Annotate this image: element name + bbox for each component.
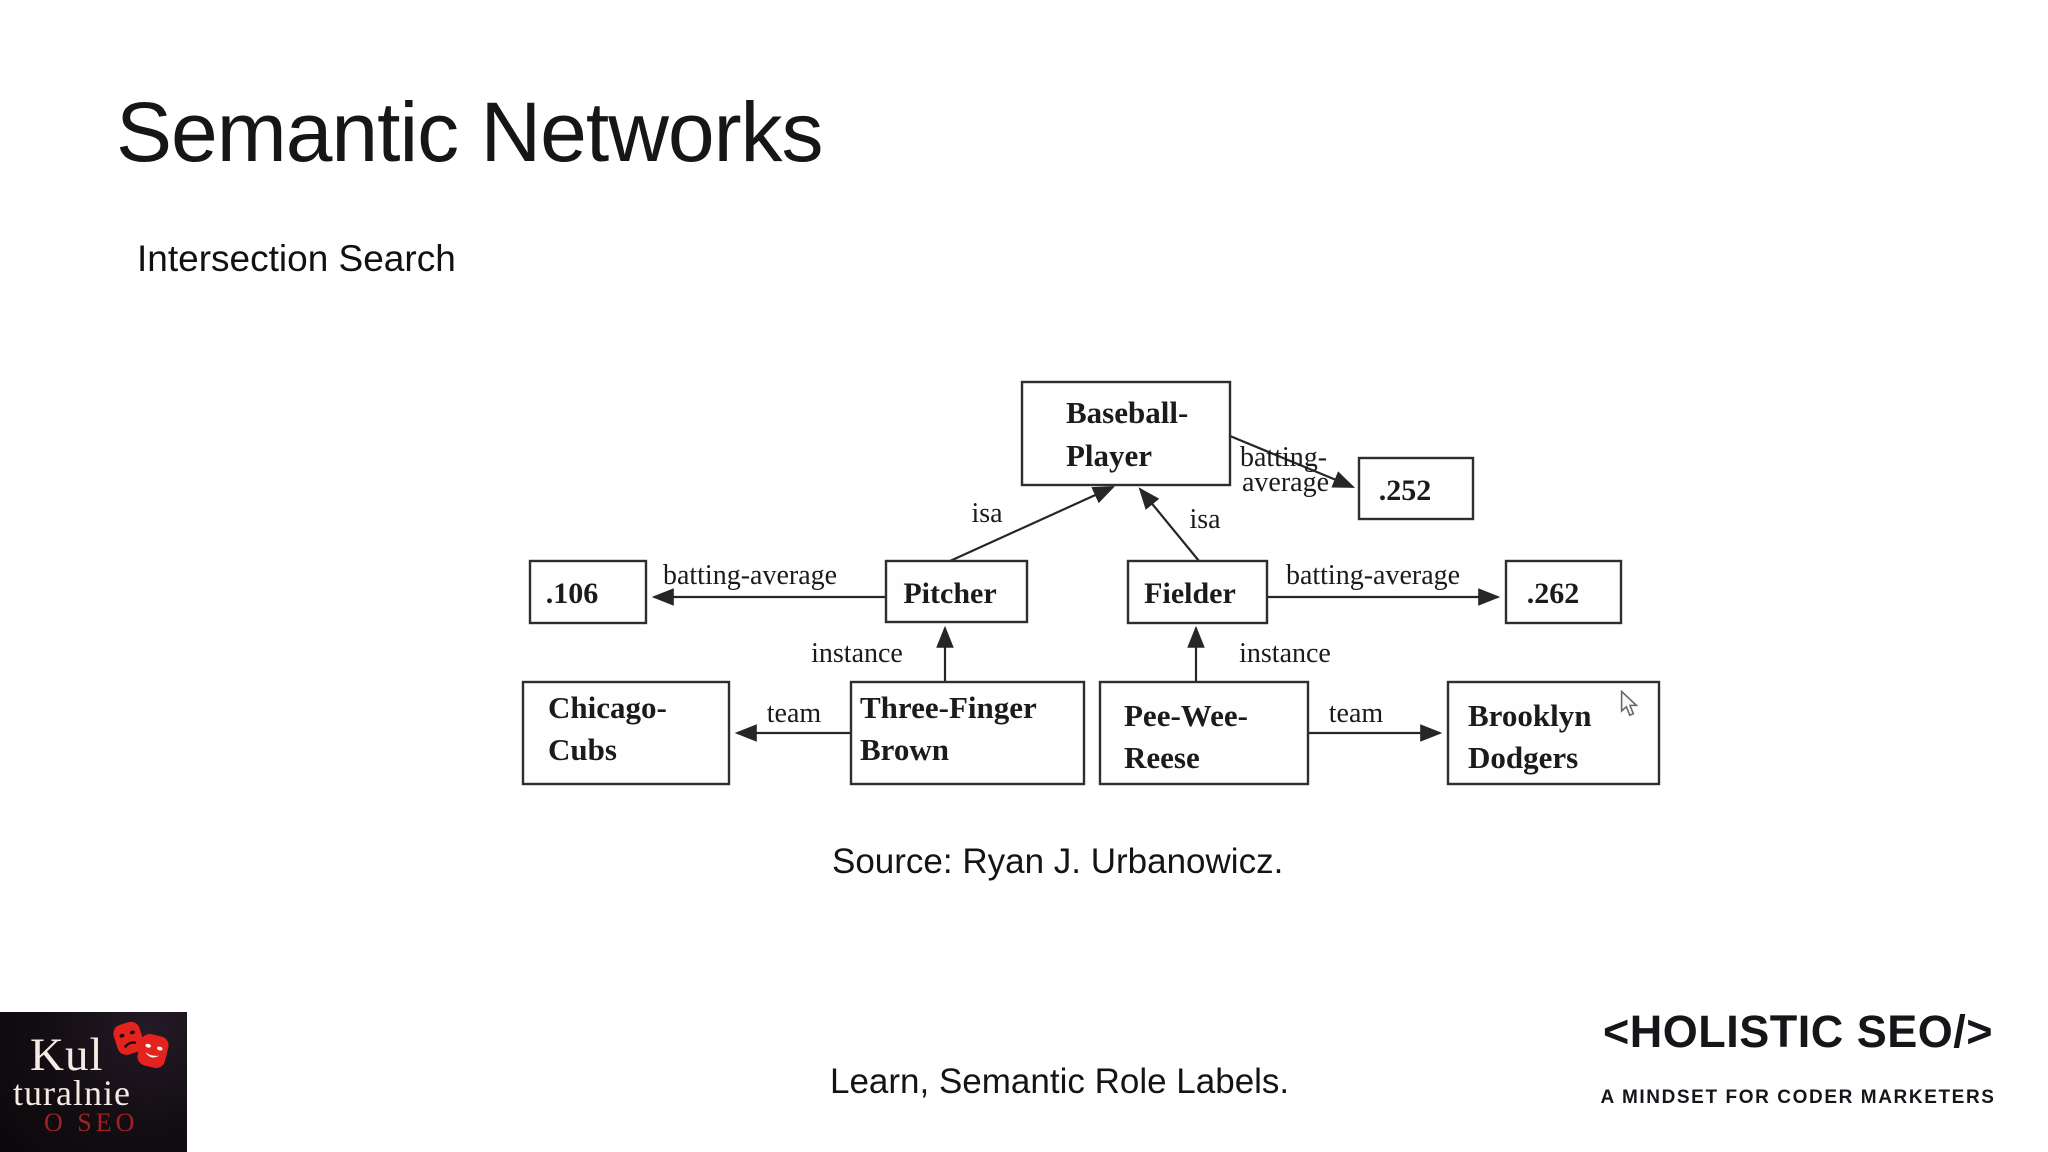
edge-label-batting-left: batting-average [663, 560, 837, 591]
edge-label-instance-right: instance [1239, 638, 1331, 669]
node-pee-wee-reese-label-line2: Reese [1124, 740, 1200, 775]
node-baseball-player-label-line2: Player [1066, 438, 1152, 473]
node-brooklyn-dodgers-label-line2: Dodgers [1468, 740, 1578, 775]
edge-label-batting-right: batting-average [1286, 560, 1460, 591]
kulturalnie-word-bottom: turalnie [13, 1073, 131, 1113]
holistic-seo-tagline: A MINDSET FOR CODER MARKETERS [1600, 1087, 1996, 1108]
node-baseball-player-label-line1: Baseball- [1066, 395, 1188, 430]
footer-note: Learn, Semantic Role Labels. [830, 1062, 1290, 1101]
semantic-network-diagram: Baseball- Player .252 .106 Pitcher Field… [521, 380, 1661, 786]
node-fielder [1126, 559, 1269, 625]
edge-label-batting-top-line1: batting- [1240, 442, 1327, 473]
edge-label-team-left: team [767, 698, 822, 729]
node-pitcher [884, 559, 1029, 624]
node-chicago-cubs [521, 680, 731, 786]
edge-label-isa-left: isa [971, 498, 1003, 529]
theater-masks-icon [113, 1021, 169, 1069]
node-pitcher-label: Pitcher [903, 577, 996, 610]
node-pee-wee-reese [1098, 680, 1310, 786]
mouse-pointer-icon [1620, 690, 1639, 717]
node-three-finger-brown-label-line1: Three-Finger [860, 690, 1037, 725]
kulturalnie-logo: Kul turalnie O SEO [0, 1012, 187, 1152]
node-chicago-cubs-label-line2: Cubs [548, 732, 617, 767]
node-106-label: .106 [546, 577, 599, 610]
node-262-label: .262 [1527, 577, 1580, 610]
holistic-seo-wordmark: <HOLISTIC SEO/> [1602, 1006, 1994, 1057]
node-fielder-label: Fielder [1144, 577, 1236, 610]
node-106 [528, 559, 648, 625]
node-brooklyn-dodgers-label-line1: Brooklyn [1468, 698, 1591, 733]
edge-pitcher-isa-baseball-player [949, 485, 1116, 563]
source-credit: Source: Ryan J. Urbanowicz. [832, 842, 1284, 881]
kulturalnie-tagline: O SEO [44, 1108, 139, 1137]
edge-label-batting-top-line2: average [1242, 467, 1329, 498]
node-252-label: .252 [1379, 474, 1432, 507]
edge-baseball-player-batting-average [1229, 434, 1356, 489]
node-262 [1504, 559, 1623, 625]
node-three-finger-brown [849, 680, 1086, 786]
kulturalnie-word-top: Kul [30, 1029, 104, 1081]
page-title: Semantic Networks [116, 85, 824, 179]
edge-label-isa-right: isa [1189, 504, 1221, 535]
node-252 [1357, 456, 1475, 521]
node-three-finger-brown-label-line2: Brown [860, 732, 949, 767]
edge-fielder-isa-baseball-player [1138, 487, 1200, 562]
node-chicago-cubs-label-line1: Chicago- [548, 690, 667, 725]
page-subtitle: Intersection Search [137, 238, 456, 279]
edge-label-team-right: team [1329, 698, 1384, 729]
edge-label-instance-left: instance [811, 638, 903, 669]
node-baseball-player [1020, 380, 1232, 487]
node-pee-wee-reese-label-line1: Pee-Wee- [1124, 698, 1248, 733]
